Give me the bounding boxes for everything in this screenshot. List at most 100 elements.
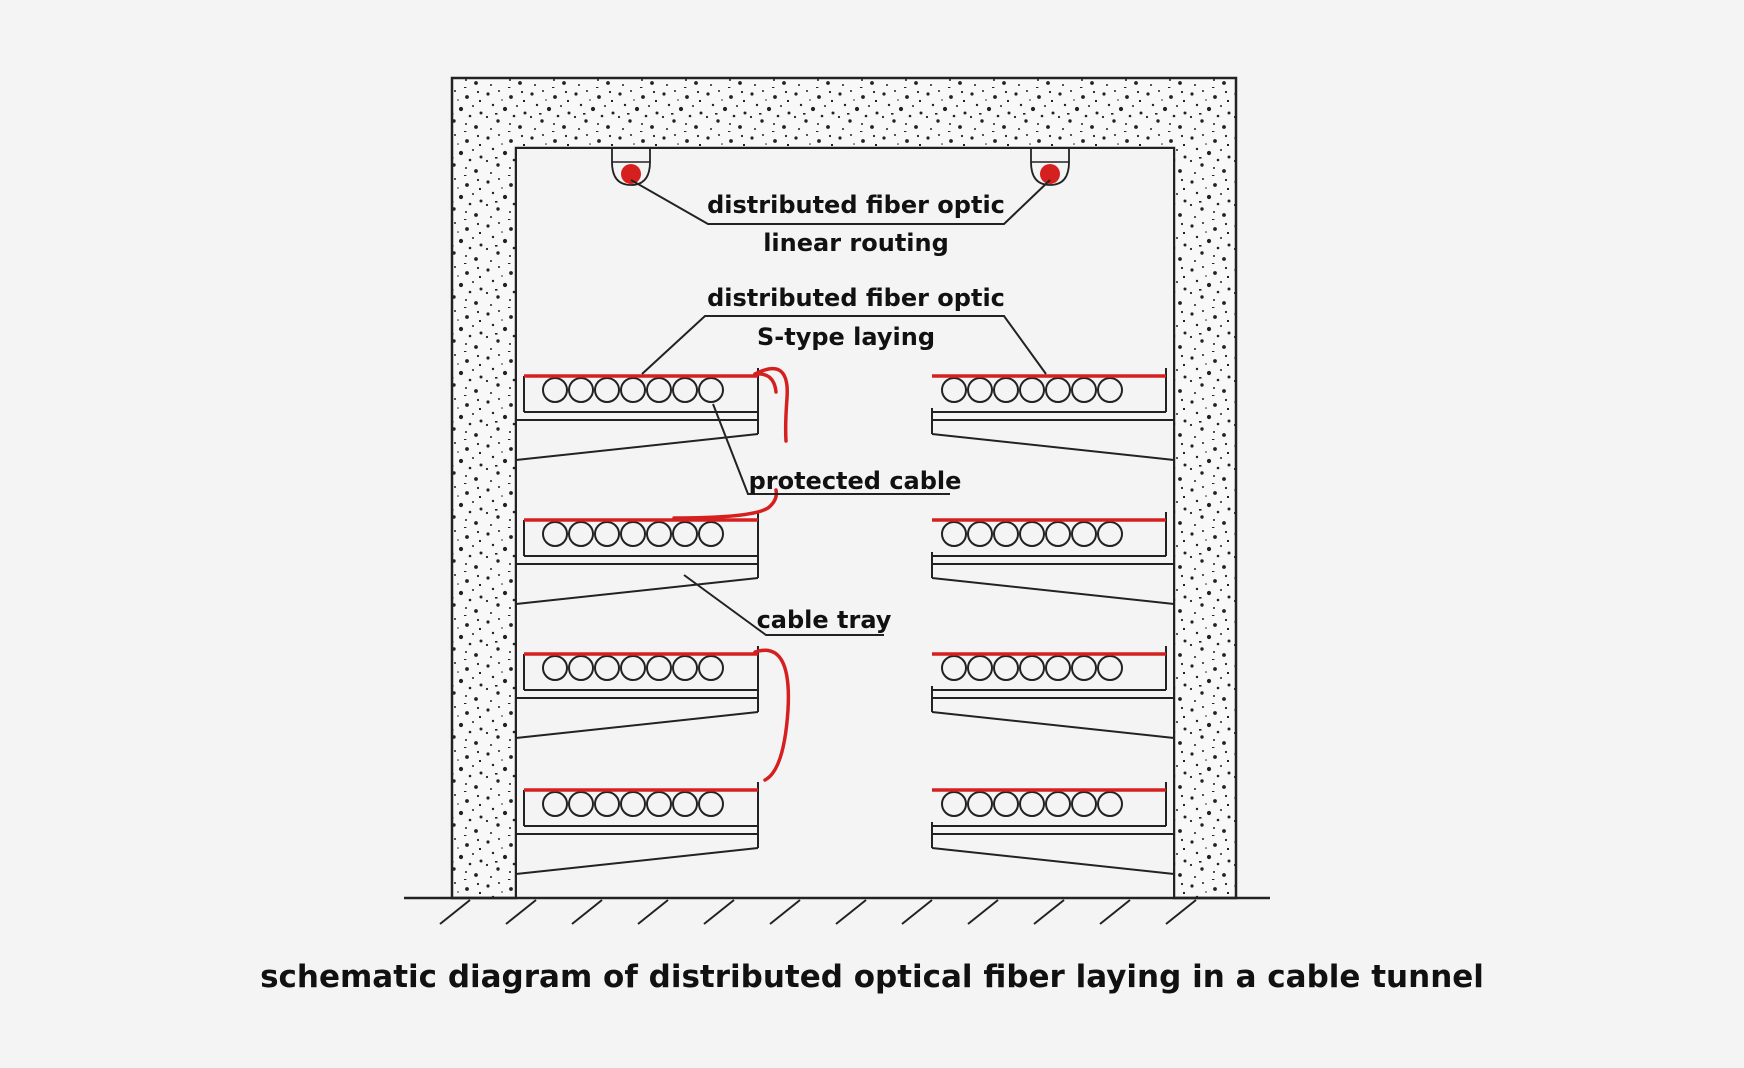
cable-icon (1071, 655, 1097, 681)
cable-icon (698, 791, 724, 817)
cable-icon (1045, 377, 1071, 403)
cable-icon (941, 655, 967, 681)
cable-icon (1019, 377, 1045, 403)
cable-tray-right-4 (931, 782, 1175, 875)
fiber-sensor-icon (611, 148, 651, 186)
label-s-type-2: S-type laying (757, 323, 935, 351)
cable-icon (993, 791, 1019, 817)
hatch-stroke (1165, 899, 1197, 925)
tray-bracket (931, 577, 1175, 605)
cable-icon (646, 377, 672, 403)
label-s-type-1: distributed fiber optic (707, 284, 1005, 312)
cable-tray-left-2 (515, 512, 759, 605)
cable-icon (1045, 521, 1071, 547)
cable-tray-right-1 (931, 368, 1175, 461)
cable-icon (1071, 521, 1097, 547)
cable-icon (1019, 791, 1045, 817)
hatch-stroke (901, 899, 933, 925)
cable-icon (1019, 521, 1045, 547)
cable-icon (542, 377, 568, 403)
leader-cable-tray (683, 574, 884, 636)
cable-icon (672, 791, 698, 817)
cable-icon (967, 655, 993, 681)
cable-icon (646, 521, 672, 547)
cable-tray-left-1 (515, 368, 759, 461)
cable-icon (542, 791, 568, 817)
diagram-caption: schematic diagram of distributed optical… (260, 959, 1484, 995)
tray-bracket (515, 577, 759, 605)
cable-icon (698, 377, 724, 403)
ground (404, 896, 1270, 925)
hatch-stroke (1033, 899, 1065, 925)
leader-s-type (641, 315, 1047, 375)
cable-icon (620, 377, 646, 403)
cable-icon (1097, 377, 1123, 403)
cable-icon (672, 377, 698, 403)
cable-icon (941, 791, 967, 817)
hatch-stroke (505, 899, 537, 925)
cable-icon (698, 521, 724, 547)
label-cable-tray: cable tray (757, 606, 892, 634)
cable-icon (568, 655, 594, 681)
cable-icon (941, 377, 967, 403)
cable-tray-left-3 (515, 646, 759, 739)
ceiling-fiber-sensors (611, 148, 1070, 186)
hatch-stroke (835, 899, 867, 925)
fiber-sensor-icon (1030, 148, 1070, 186)
hatch-stroke (703, 899, 735, 925)
fiber-loop-top (753, 366, 789, 443)
cable-icon (620, 791, 646, 817)
cable-icon (594, 791, 620, 817)
left-cable-trays (515, 368, 759, 875)
cable-icon (620, 655, 646, 681)
hatch-stroke (769, 899, 801, 925)
cable-icon (1045, 655, 1071, 681)
label-protected-cable: protected cable (749, 467, 962, 495)
cable-icon (568, 521, 594, 547)
label-linear-routing-2: linear routing (763, 229, 949, 257)
tray-bracket (515, 711, 759, 739)
cable-icon (1097, 521, 1123, 547)
tray-bracket (931, 847, 1175, 875)
cable-tray-right-3 (931, 646, 1175, 739)
label-linear-routing-1: distributed fiber optic (707, 191, 1005, 219)
cable-icon (672, 521, 698, 547)
cable-icon (967, 377, 993, 403)
hatch-stroke (571, 899, 603, 925)
cable-icon (993, 377, 1019, 403)
hatch-stroke (637, 899, 669, 925)
fiber-loop-upper (753, 372, 778, 394)
cable-icon (594, 377, 620, 403)
cable-icon (1097, 791, 1123, 817)
cable-icon (542, 655, 568, 681)
tray-bracket (931, 433, 1175, 461)
cable-icon (1071, 377, 1097, 403)
leader-linear-routing (630, 179, 1051, 225)
right-cable-trays (931, 368, 1175, 875)
cable-icon (993, 655, 1019, 681)
hatch-stroke (1099, 899, 1131, 925)
cable-icon (967, 791, 993, 817)
fiber-loop-bottom (753, 648, 791, 782)
cable-icon (1019, 655, 1045, 681)
cable-icon (993, 521, 1019, 547)
tray-bracket (931, 711, 1175, 739)
cable-icon (594, 655, 620, 681)
leader-protected-cable (712, 403, 950, 495)
hatch-stroke (967, 899, 999, 925)
tray-bracket (515, 433, 759, 461)
cable-tray-right-2 (931, 512, 1175, 605)
cable-icon (568, 377, 594, 403)
cable-icon (1097, 655, 1123, 681)
leader-lines (630, 179, 1051, 636)
cable-icon (646, 791, 672, 817)
cable-icon (542, 521, 568, 547)
cable-icon (672, 655, 698, 681)
ground-hatch-icon (439, 899, 1197, 925)
cable-icon (967, 521, 993, 547)
cable-icon (594, 521, 620, 547)
hatch-stroke (439, 899, 471, 925)
cable-icon (941, 521, 967, 547)
cable-icon (1045, 791, 1071, 817)
